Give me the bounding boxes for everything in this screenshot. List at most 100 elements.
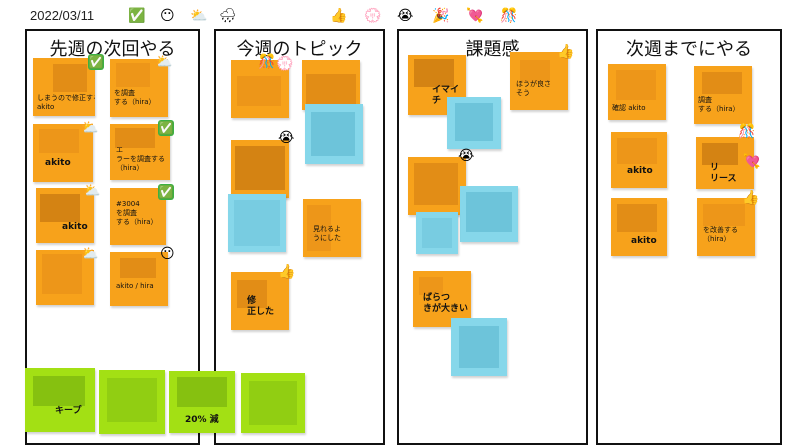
blurred-content	[120, 258, 156, 278]
note-text: 20% 減	[185, 415, 219, 425]
crying-face-reaction-icon[interactable]: 😭	[397, 8, 414, 24]
sticky-note-green[interactable]: 20% 減	[169, 371, 235, 433]
note-text: を改善する （hira）	[703, 226, 738, 243]
blurred-content	[466, 192, 512, 232]
sticky-note[interactable]: 修 正した	[231, 272, 289, 330]
note-text: しまうので修正する akito	[37, 94, 95, 111]
cloud-badge-icon: ⛅	[81, 246, 99, 262]
crying-face-badge-icon: 😭	[458, 148, 475, 164]
blurred-content	[702, 143, 738, 165]
thumbs-up-badge-icon: 👍	[742, 190, 760, 206]
sticky-note[interactable]	[416, 212, 458, 254]
thumbs-up-reaction-icon[interactable]: 👍	[330, 8, 348, 24]
blurred-content	[703, 204, 745, 226]
sticky-note[interactable]: リ リース	[696, 137, 754, 189]
blurred-content	[311, 112, 355, 156]
confetti-reaction-icon[interactable]: 🎊	[500, 8, 518, 24]
check-badge-icon: ✅	[158, 184, 174, 200]
sticky-note[interactable]: ばらつ きが大きい	[413, 271, 471, 327]
sticky-note[interactable]	[408, 157, 466, 215]
white-flower-reaction-icon[interactable]: 💮	[364, 8, 382, 24]
blurred-content	[414, 59, 454, 87]
note-text: エ ラーを調査する （hira）	[116, 146, 165, 172]
date-label: 2022/03/11	[30, 8, 95, 23]
check-badge-icon: ✅	[158, 120, 174, 136]
blurred-content	[249, 381, 297, 425]
blurred-content	[42, 254, 82, 294]
note-text: akito	[62, 222, 88, 232]
heart-arrow-reaction-icon[interactable]: 💘	[466, 8, 484, 24]
confetti-badge-icon: 🎊	[258, 54, 276, 70]
note-text: リ リース	[710, 163, 737, 184]
sticky-note[interactable]: 確認 akito	[608, 64, 666, 120]
blurred-content	[422, 218, 452, 248]
crying-face-badge-icon: 😭	[278, 130, 295, 146]
sun-cloud-reaction-icon[interactable]: ⛅	[190, 8, 208, 24]
sticky-note[interactable]	[231, 60, 289, 118]
rain-cloud-reaction-icon[interactable]: 🌧	[219, 8, 237, 24]
sticky-note[interactable]: akito / hira	[110, 252, 168, 306]
blurred-content	[307, 205, 331, 251]
sticky-note[interactable]	[231, 140, 289, 198]
note-text: akito	[45, 158, 71, 168]
sticky-note[interactable]: #3004 を調査 する（hira）	[110, 188, 166, 245]
sticky-note[interactable]: ほうが良さ そう	[510, 52, 568, 110]
blurred-content	[237, 280, 267, 308]
sticky-note[interactable]: akito	[36, 188, 94, 243]
note-text: 見れるよ うにした	[313, 225, 341, 242]
frame-title-this-week: 今週のトピック	[236, 39, 363, 60]
blurred-content	[616, 70, 656, 100]
sticky-note[interactable]: akito	[611, 198, 667, 256]
cloud-badge-icon: ⛅	[81, 120, 99, 136]
white-flower-badge-icon: 💮	[276, 56, 294, 72]
sticky-note-green[interactable]	[99, 370, 165, 434]
sticky-note-green[interactable]	[241, 373, 305, 433]
sticky-note[interactable]	[228, 194, 286, 252]
note-text: イマイ チ	[432, 85, 460, 106]
sticky-note-green[interactable]: キープ	[25, 368, 95, 432]
thumbs-up-badge-icon: 👍	[557, 44, 575, 60]
note-text: ほうが良さ そう	[516, 80, 551, 97]
note-text: 修 正した	[247, 296, 275, 317]
sticky-note[interactable]	[460, 186, 518, 242]
note-text: akito	[631, 236, 657, 246]
blurred-content	[33, 376, 85, 406]
blurred-content	[520, 60, 550, 82]
sticky-note[interactable]: 調査 する（hira）	[694, 66, 752, 124]
frame-title-last-week: 先週の次回やる	[49, 39, 176, 60]
neutral-face-reaction-icon[interactable]: 😶	[160, 8, 175, 24]
blurred-content	[702, 72, 742, 94]
sticky-note[interactable]	[302, 60, 360, 110]
sticky-note[interactable]: を改善する （hira）	[697, 198, 755, 256]
sticky-note[interactable]	[305, 104, 363, 164]
party-popper-reaction-icon[interactable]: 🎉	[432, 8, 450, 24]
check-reaction-icon[interactable]: ✅	[128, 8, 146, 24]
frame-title-next-week: 次週までにやる	[626, 39, 752, 60]
sticky-note[interactable]	[451, 318, 507, 376]
check-badge-icon: ✅	[88, 54, 104, 70]
blurred-content	[116, 63, 150, 87]
blurred-content	[107, 378, 157, 422]
blurred-content	[459, 326, 499, 368]
blurred-content	[40, 194, 80, 222]
sticky-note[interactable]: しまうので修正する akito	[33, 58, 95, 116]
blurred-content	[617, 204, 657, 232]
blurred-content	[177, 377, 227, 407]
sticky-note[interactable]: akito	[611, 132, 667, 188]
sticky-note[interactable]	[447, 97, 501, 149]
blurred-content	[53, 64, 87, 92]
note-text: キープ	[55, 406, 82, 416]
note-text: を調査 する（hira）	[114, 89, 156, 106]
note-text: akito	[627, 166, 653, 176]
sticky-note[interactable]: akito	[33, 124, 93, 182]
sticky-note[interactable]: を調査 する（hira）	[110, 59, 168, 117]
note-text: akito / hira	[116, 282, 154, 290]
blurred-content	[237, 76, 281, 106]
blurred-content	[39, 129, 79, 153]
blurred-content	[235, 146, 285, 190]
sticky-note[interactable]: 見れるよ うにした	[303, 199, 361, 257]
sticky-note[interactable]	[36, 250, 94, 305]
blurred-content	[455, 103, 493, 141]
note-text: ばらつ きが大きい	[423, 293, 469, 314]
note-text: 確認 akito	[612, 104, 646, 112]
